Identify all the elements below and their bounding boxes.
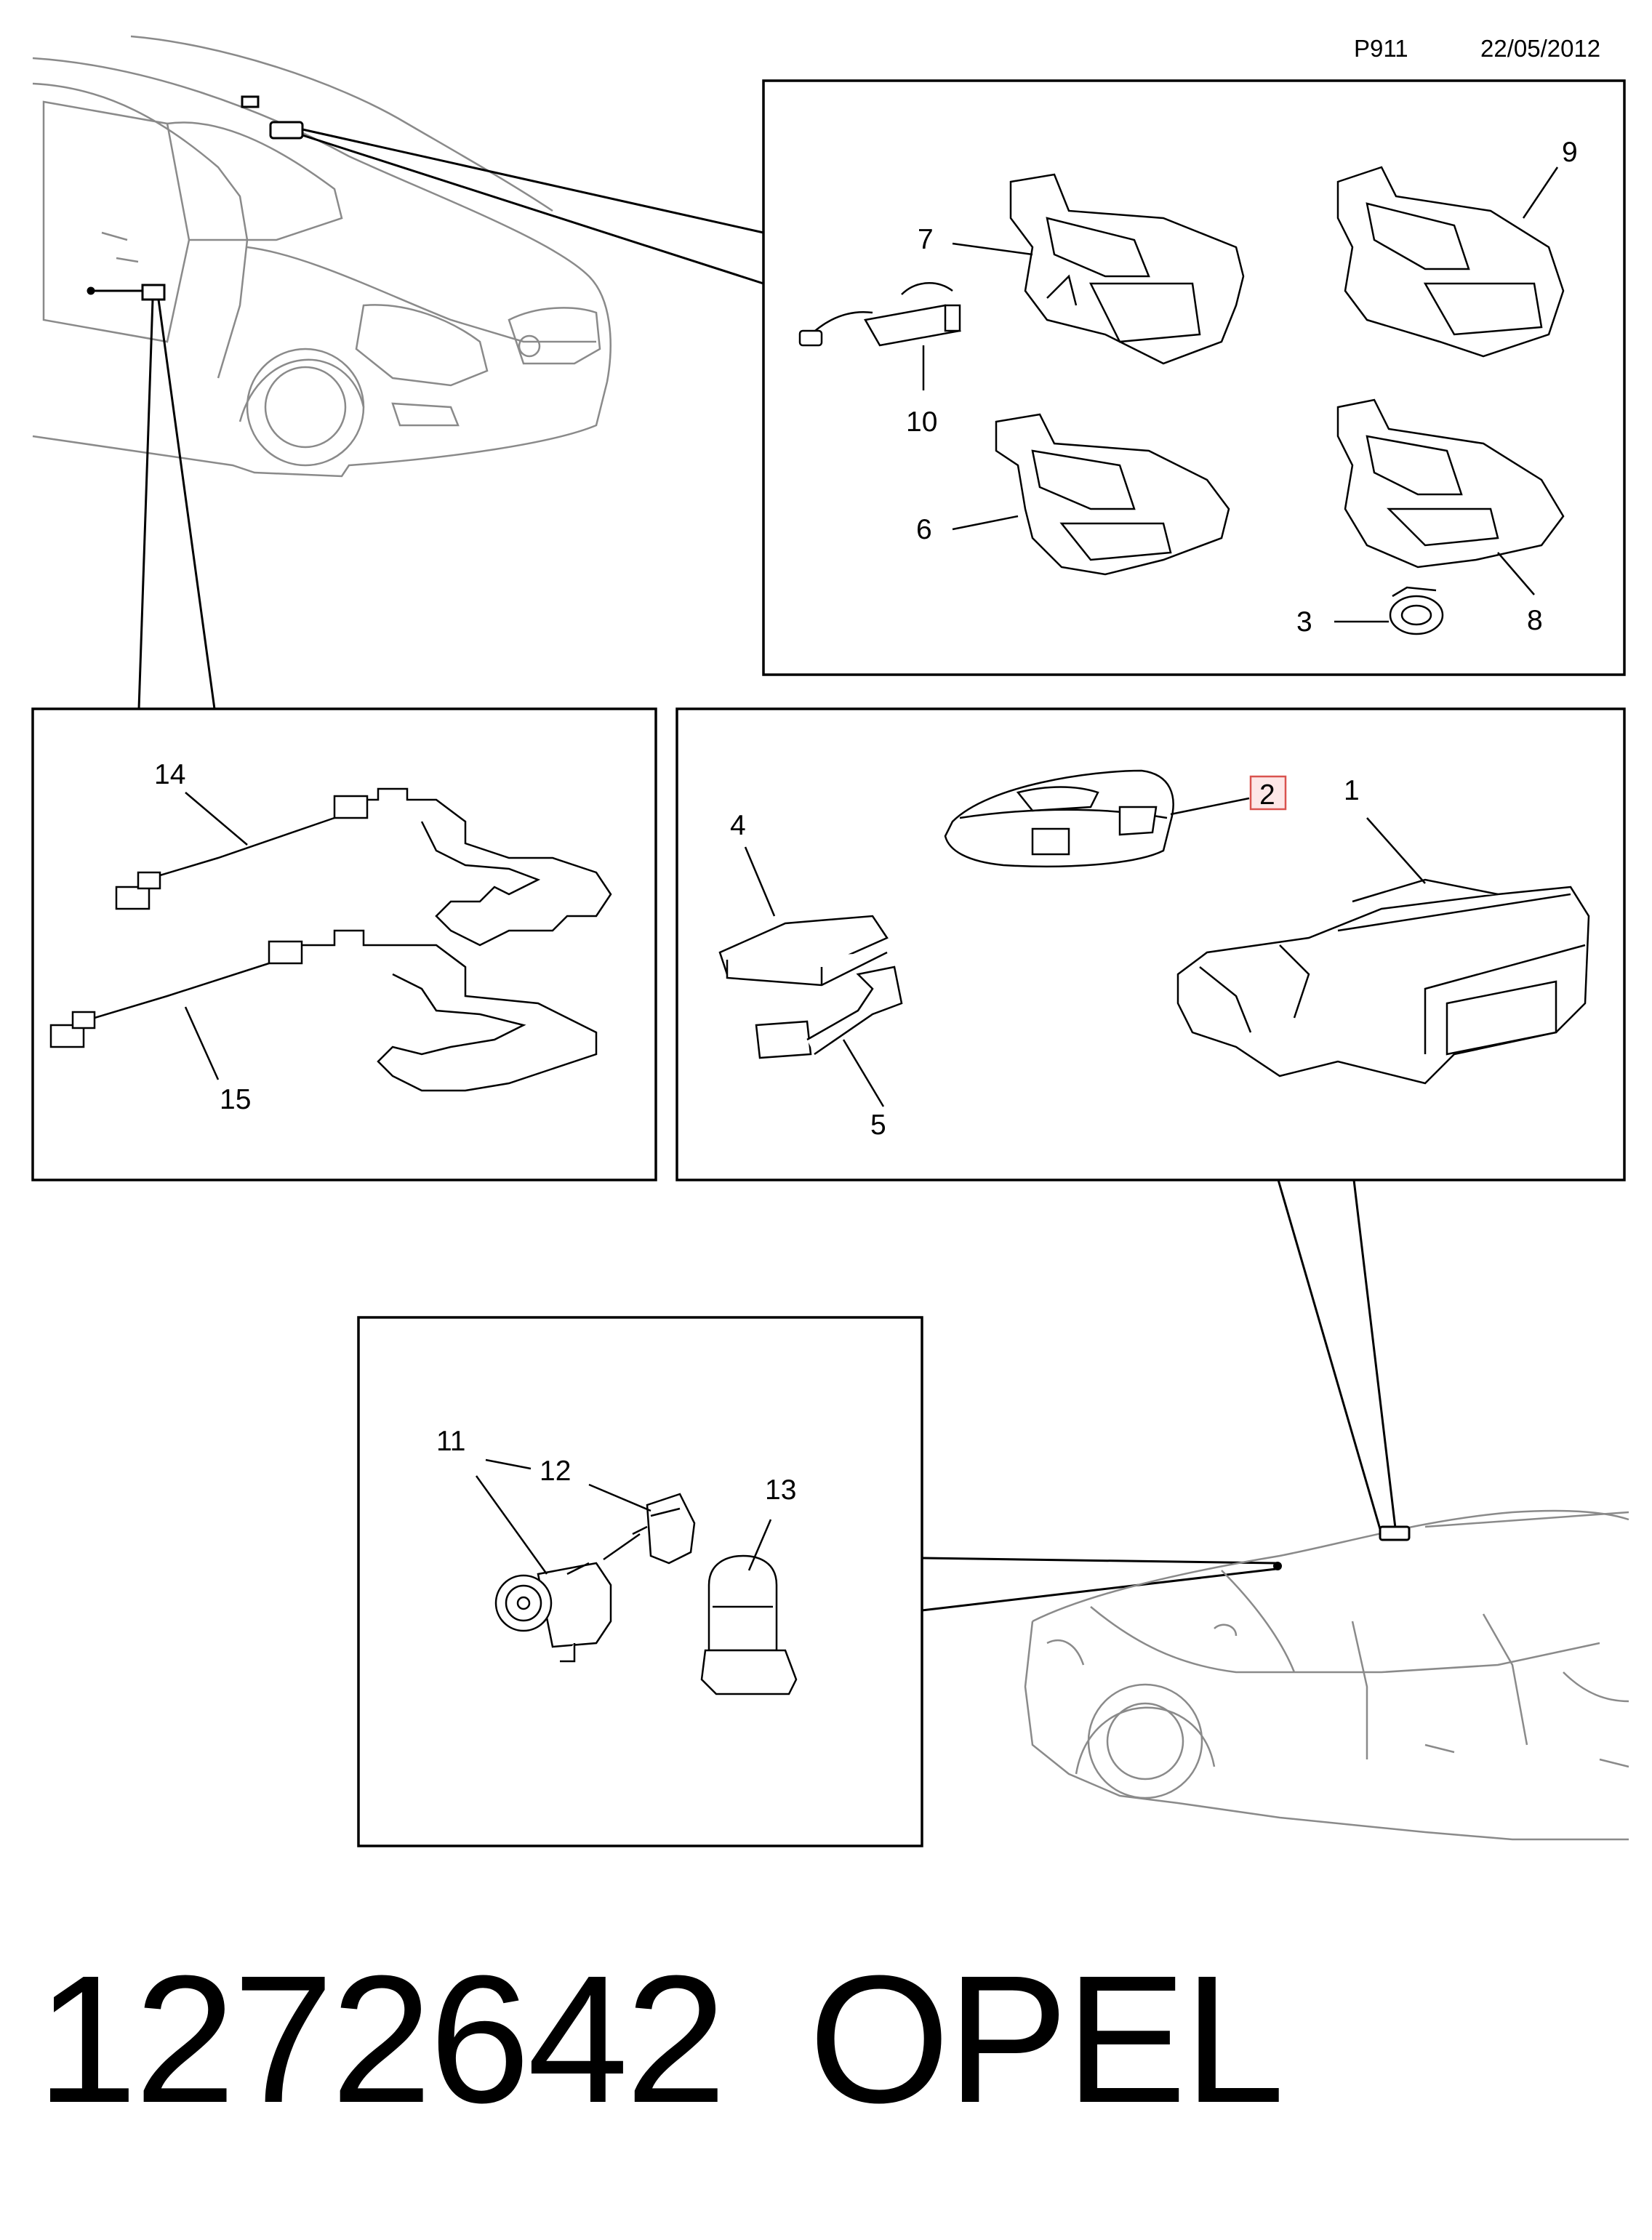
part-15-harness — [49, 929, 598, 1092]
brand-name: OPEL — [809, 1938, 1285, 2140]
callout-6: 6 — [916, 514, 932, 545]
callout-8: 8 — [1527, 605, 1543, 636]
part-5-bracket — [755, 966, 903, 1059]
callout-2-highlight-box — [1249, 775, 1287, 811]
part-4-module — [718, 915, 889, 987]
callout-5: 5 — [870, 1109, 886, 1141]
diagram-date: 22/05/2012 — [1480, 35, 1600, 62]
leaders-box-d — [475, 1458, 772, 1575]
callout-1: 1 — [1344, 775, 1360, 806]
part-13-bulb-holder — [700, 1554, 798, 1695]
hatchback-car-sketch — [32, 35, 612, 478]
callout-12: 12 — [540, 1456, 571, 1487]
hatchback-mount-marker-top — [241, 95, 304, 140]
sedan-mount-marker-pillar — [1273, 1562, 1282, 1570]
detail-box-control-module — [675, 707, 1626, 1181]
part-number: 1272642 — [36, 1938, 726, 2140]
part-2-module — [944, 769, 1174, 868]
callout-7: 7 — [918, 224, 934, 255]
detail-box-sensor-brackets — [762, 79, 1626, 676]
part-7-bracket — [1009, 173, 1245, 365]
callouts-box-b: 14 15 — [154, 759, 251, 1115]
sedan-mount-marker-roof — [1379, 1525, 1411, 1541]
callout-10: 10 — [906, 406, 937, 438]
part-9-bracket — [1336, 166, 1565, 358]
sedan-car-sketch — [1024, 1509, 1629, 1841]
callout-4: 4 — [730, 810, 746, 841]
callout-15: 15 — [220, 1084, 251, 1115]
part-1-control-unit — [1176, 878, 1590, 1085]
leaders-box-a — [922, 166, 1559, 623]
detail-box-connectors — [357, 1316, 923, 1847]
callout-13: 13 — [765, 1474, 796, 1506]
callouts-box-a: 7 9 10 6 8 3 — [906, 137, 1578, 638]
part-8-bracket — [1336, 398, 1565, 569]
detail-box-wiring-harnesses — [31, 707, 657, 1181]
callouts-box-c: 2 1 4 5 — [730, 775, 1360, 1141]
callout-2: 2 — [1259, 779, 1275, 811]
part-12-plug — [632, 1493, 696, 1565]
pointer-lines-box-c — [1277, 1179, 1398, 1535]
part-11-connector — [494, 1562, 612, 1663]
callout-3: 3 — [1296, 606, 1312, 638]
part-3-sensor — [1389, 586, 1444, 635]
part-6-bracket — [995, 413, 1230, 576]
part-10-sensor — [798, 282, 961, 347]
diagram-code: P911 — [1354, 35, 1408, 62]
callouts-box-d: 11 12 13 — [436, 1426, 796, 1506]
callout-11: 11 — [436, 1426, 466, 1457]
pointer-lines-box-d — [921, 1557, 1277, 1612]
pointer-lines-top — [137, 128, 764, 710]
leaders-box-c — [744, 797, 1426, 1107]
hatchback-mount-marker-side — [87, 284, 166, 301]
callout-14: 14 — [154, 759, 185, 790]
leaders-box-b — [184, 792, 248, 1080]
callout-9: 9 — [1562, 137, 1578, 168]
part-14-harness — [115, 787, 612, 947]
